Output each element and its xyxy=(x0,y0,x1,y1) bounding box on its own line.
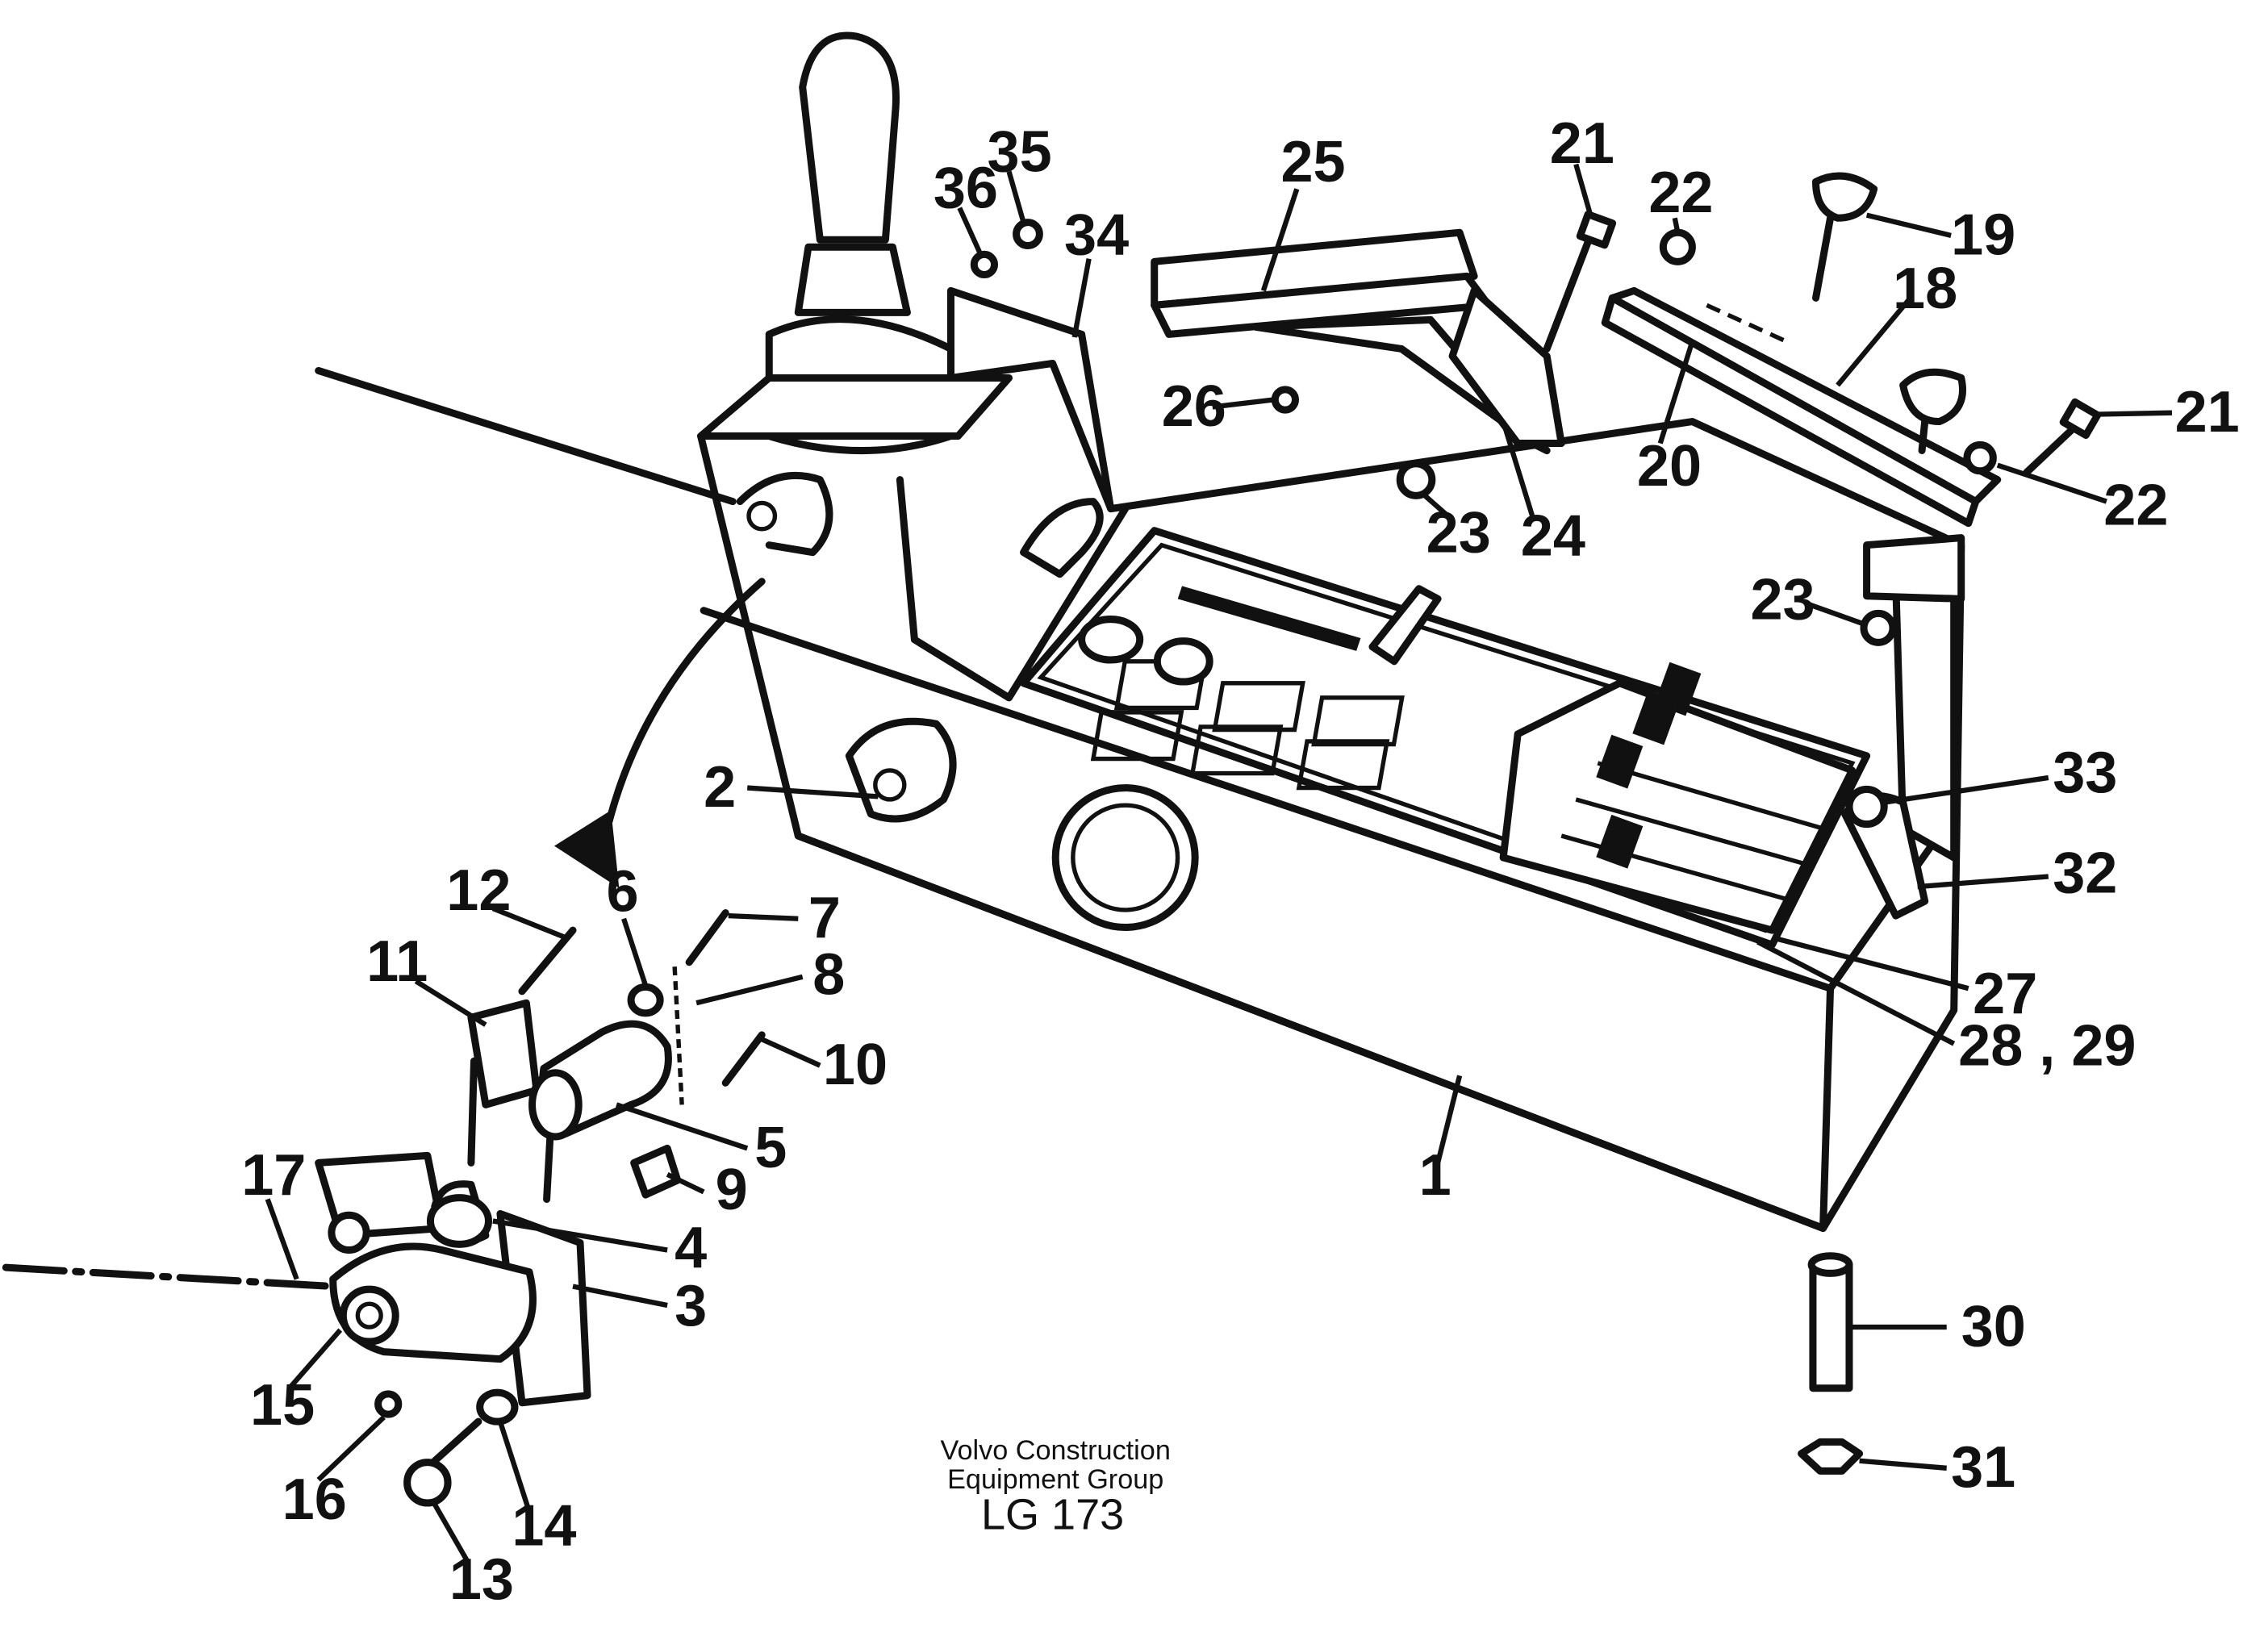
callout-13: 13 xyxy=(449,1547,514,1612)
leader-lines xyxy=(265,163,2173,1564)
callout-36: 36 xyxy=(934,157,998,221)
callout-26: 26 xyxy=(1162,374,1226,439)
callout-22-right: 22 xyxy=(2103,473,2168,537)
callout-34: 34 xyxy=(1064,202,1129,267)
callout-2: 2 xyxy=(704,755,736,820)
callout-11: 11 xyxy=(366,929,428,994)
bracket-assembly xyxy=(970,172,2102,1475)
callout-17: 17 xyxy=(241,1143,306,1208)
detail-arrow xyxy=(553,578,766,888)
callout-4: 4 xyxy=(675,1216,707,1280)
callout-8: 8 xyxy=(812,942,845,1007)
callout-23-left: 23 xyxy=(1426,501,1491,566)
callout-20: 20 xyxy=(1637,434,1702,499)
callout-10: 10 xyxy=(823,1033,888,1097)
callout-1: 1 xyxy=(1419,1143,1451,1208)
company-name-line1: Volvo Construction xyxy=(941,1435,1171,1466)
callout-6: 6 xyxy=(606,860,638,925)
callout-5: 5 xyxy=(754,1116,787,1180)
callout-30: 30 xyxy=(1961,1294,2026,1359)
callout-15: 15 xyxy=(250,1373,315,1438)
joystick-assembly xyxy=(315,31,1104,823)
callout-18: 18 xyxy=(1893,257,1957,321)
callout-33: 33 xyxy=(2053,741,2117,805)
callout-21-right: 21 xyxy=(2175,380,2240,445)
callout-32: 32 xyxy=(2053,841,2117,905)
callout-27: 27 xyxy=(1973,962,2037,1026)
callout-19: 19 xyxy=(1951,202,2015,267)
drawing-code: LG 173 xyxy=(981,1490,1124,1538)
drawing-footer: Volvo Construction Equipment Group LG 17… xyxy=(941,1435,1171,1538)
callout-25: 25 xyxy=(1280,130,1345,194)
armrest-assembly xyxy=(1151,228,1565,455)
callout-35: 35 xyxy=(988,120,1052,185)
callout-28-29: 28 , 29 xyxy=(1958,1014,2136,1079)
company-name-line2: Equipment Group xyxy=(947,1464,1163,1495)
latch-detail xyxy=(2,909,766,1507)
callout-labels: 1 2 3 4 5 6 7 8 9 10 11 12 13 14 15 16 1… xyxy=(241,111,2240,1612)
callout-7: 7 xyxy=(808,886,841,950)
callout-22-top: 22 xyxy=(1648,161,1713,225)
callout-23-right: 23 xyxy=(1750,568,1815,632)
callout-16: 16 xyxy=(282,1467,347,1532)
callout-31: 31 xyxy=(1951,1435,2015,1500)
console-housing xyxy=(697,286,1965,1233)
callout-12: 12 xyxy=(446,858,511,923)
callout-21-top: 21 xyxy=(1550,111,1614,176)
callout-3: 3 xyxy=(675,1274,707,1338)
callout-24: 24 xyxy=(1521,503,1585,568)
callout-14: 14 xyxy=(512,1493,576,1558)
callout-9: 9 xyxy=(716,1158,748,1222)
